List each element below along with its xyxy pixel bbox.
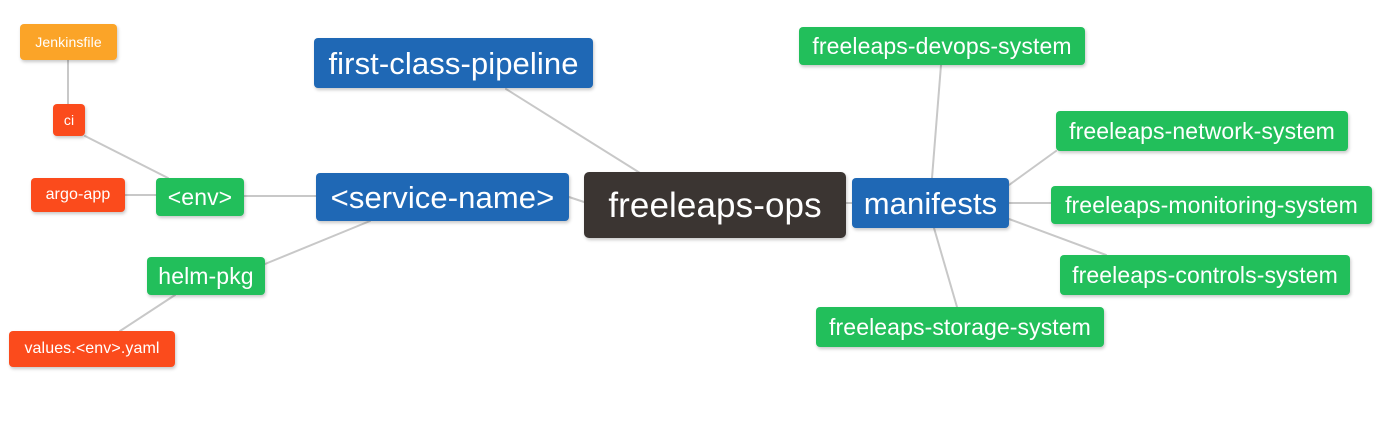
mindmap-node-label: freeleaps-devops-system — [812, 32, 1072, 59]
edge-valuesyaml-to-helmpkg — [119, 294, 176, 332]
mindmap-node-storage[interactable]: freeleaps-storage-system — [816, 307, 1104, 347]
mindmap-node-monitoring[interactable]: freeleaps-monitoring-system — [1051, 186, 1372, 224]
mindmap-node-label: Jenkinsfile — [35, 34, 102, 50]
mindmap-node-ci[interactable]: ci — [53, 104, 85, 136]
edge-manifests-to-network — [1008, 150, 1057, 186]
mindmap-node-helmpkg[interactable]: helm-pkg — [147, 257, 265, 295]
mindmap-node-network[interactable]: freeleaps-network-system — [1056, 111, 1348, 151]
mindmap-node-label: manifests — [863, 185, 998, 221]
edge-manifests-to-devops — [931, 64, 942, 179]
edge-pipeline-to-root — [505, 88, 641, 174]
edge-manifests-to-storage — [933, 227, 958, 308]
mindmap-node-label: ci — [63, 112, 75, 128]
edge-ci-to-env — [84, 135, 169, 179]
mindmap-node-label: helm-pkg — [158, 262, 254, 289]
mindmap-node-argoapp[interactable]: argo-app — [31, 178, 125, 212]
mindmap-node-label: freeleaps-network-system — [1069, 117, 1335, 144]
mindmap-node-label: <env> — [167, 183, 233, 210]
mindmap-node-label: argo-app — [45, 186, 111, 203]
mindmap-node-label: freeleaps-ops — [608, 185, 822, 225]
edge-manifests-to-controls — [1008, 218, 1107, 256]
mindmap-node-root[interactable]: freeleaps-ops — [584, 172, 846, 238]
mindmap-node-label: first-class-pipeline — [328, 45, 579, 81]
mindmap-node-label: <service-name> — [330, 179, 555, 215]
mindmap-node-controls[interactable]: freeleaps-controls-system — [1060, 255, 1350, 295]
mindmap-node-env[interactable]: <env> — [156, 178, 244, 216]
edge-service-to-root — [568, 196, 585, 203]
edge-helmpkg-to-service — [264, 220, 371, 265]
mindmap-node-service[interactable]: <service-name> — [316, 173, 569, 221]
mindmap-node-manifests[interactable]: manifests — [852, 178, 1009, 228]
mindmap-node-label: freeleaps-monitoring-system — [1065, 191, 1358, 218]
mindmap-node-valuesyaml[interactable]: values.<env>.yaml — [9, 331, 175, 367]
mindmap-node-label: freeleaps-storage-system — [829, 313, 1091, 340]
mindmap-node-devops[interactable]: freeleaps-devops-system — [799, 27, 1085, 65]
mindmap-node-label: freeleaps-controls-system — [1072, 261, 1338, 288]
mindmap-node-pipeline[interactable]: first-class-pipeline — [314, 38, 593, 88]
mindmap-node-jenkinsfile[interactable]: Jenkinsfile — [20, 24, 117, 60]
mindmap-node-label: values.<env>.yaml — [24, 340, 160, 357]
